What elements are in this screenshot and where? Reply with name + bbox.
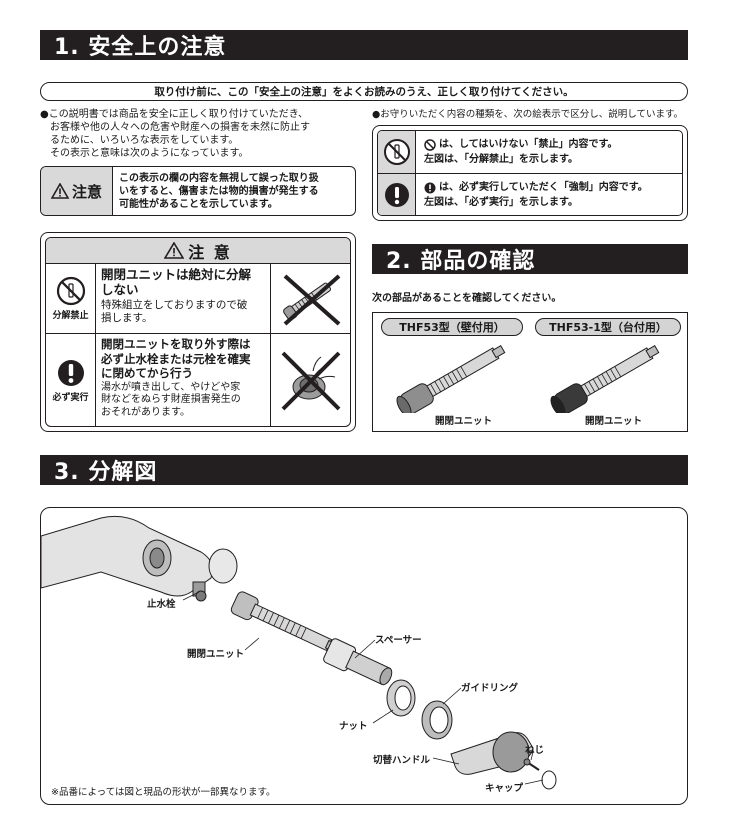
nut-shape bbox=[386, 679, 416, 717]
mandatory-icon-cell bbox=[378, 174, 416, 215]
item2-illustration bbox=[270, 334, 350, 426]
label-stop-valve: 止水栓 bbox=[147, 599, 176, 610]
unit-illustration-wall bbox=[396, 344, 506, 413]
caution-def-line: 可能性があることを示しています。 bbox=[119, 199, 278, 210]
caution-def-line: いをすると、傷害または物的損害が発生する bbox=[119, 186, 319, 197]
caution-def-text: この表示の欄の内容を無視して誤った取り扱 いをすると、傷害または物的損害が発生す… bbox=[113, 167, 325, 215]
item1-title: しない bbox=[101, 282, 139, 297]
item1-body: 損します。 bbox=[101, 312, 153, 324]
section3-title: 3. 分解図 bbox=[54, 460, 158, 485]
warning-triangle-icon bbox=[164, 242, 185, 259]
mandatory-small-icon bbox=[424, 182, 436, 193]
water-spray-illustration bbox=[281, 351, 340, 411]
section2-title: 2. 部品の確認 bbox=[386, 249, 536, 274]
unit-illustration-deck bbox=[550, 344, 660, 413]
item2-body: おそれがあります。 bbox=[101, 406, 190, 418]
mandatory-text: は、必ず実行していただく「強制」内容です。 左図は、「必ず実行」を示します。 bbox=[416, 174, 656, 215]
item1-icon-label: 分解禁止 bbox=[52, 311, 89, 321]
faucet-body-shape bbox=[41, 515, 238, 602]
symbol-row-mandatory: は、必ず実行していただく「強制」内容です。 左図は、「必ず実行」を示します。 bbox=[378, 174, 682, 215]
caution-def-line: この表示の欄の内容を無視して誤った取り扱 bbox=[119, 173, 319, 184]
item2-body: 湯水が噴き出して、やけどや家 bbox=[101, 381, 241, 393]
intro-line: るために、いろいろな表示をしています。 bbox=[50, 135, 239, 146]
label-cap: キャップ bbox=[485, 783, 524, 794]
caution-header-text: 注 意 bbox=[188, 242, 232, 262]
intro-line: ●この説明書では商品を安全に正しく取り付けていただき、 bbox=[40, 109, 309, 120]
item2-text: 開閉ユニットを取り外す際は 必ず止水栓または元栓を確実 に閉めてから行う 湯水が… bbox=[96, 334, 270, 426]
item2-title: に閉めてから行う bbox=[101, 366, 193, 380]
intro-line: その表示と意味は次のようになっています。 bbox=[50, 148, 249, 159]
caution-definition: 注意 この表示の欄の内容を無視して誤った取り扱 いをすると、傷害または物的損害が… bbox=[40, 166, 356, 216]
caution-header: 注 意 bbox=[46, 238, 350, 264]
intro-line: お客様や他の人々への危害や財産への損害を未然に防止す bbox=[50, 122, 310, 133]
exploded-diagram bbox=[41, 515, 557, 790]
mandatory-line: 左図は、「必ず実行」を示します。 bbox=[424, 197, 578, 208]
cap-shape bbox=[541, 770, 557, 790]
notice-bar: 取り付け前に、この「安全上の注意」をよくお読みのうえ、正しく取り付けてください。 bbox=[40, 82, 688, 101]
no-disassembly-icon bbox=[56, 276, 85, 306]
diagram-footnote: ※品番によっては図と現品の形状が一部異なります。 bbox=[51, 787, 276, 798]
item2-title: 必ず止水栓または元栓を確実 bbox=[101, 351, 251, 366]
exploded-diagram-box: 止水栓 開閉ユニット スペーサー ガイドリング ナット 切替ハンドル ねじ キャ… bbox=[40, 507, 688, 805]
mandatory-icon bbox=[384, 183, 409, 207]
handle-shape bbox=[450, 731, 534, 775]
item2-icon-label: 必ず実行 bbox=[52, 392, 89, 403]
caution-item-1: 分解禁止 開閉ユニットは絶対に分解 しない 特殊組立をしておりますので破 損しま… bbox=[46, 264, 350, 334]
label-spacer: スペーサー bbox=[375, 635, 422, 646]
symbols-box: は、してはいけない「禁止」内容です。 左図は、「分解禁止」を示します。 は、必ず… bbox=[372, 125, 688, 221]
guide-ring-shape bbox=[421, 700, 453, 740]
section1-title: 1. 安全上の注意 bbox=[54, 35, 227, 60]
section2-header: 2. 部品の確認 bbox=[372, 244, 688, 274]
item2-title: 開閉ユニットを取り外す際は bbox=[101, 337, 251, 351]
caution-item-2: 必ず実行 開閉ユニットを取り外す際は 必ず止水栓または元栓を確実 に閉めてから行… bbox=[46, 334, 350, 426]
item1-body: 特殊組立をしておりますので破 bbox=[101, 299, 248, 311]
parts-tag-deck: THF53-1型（台付用） bbox=[535, 318, 681, 336]
item2-icon-cell: 必ず実行 bbox=[46, 334, 96, 426]
prohibit-line: 左図は、「分解禁止」を示します。 bbox=[424, 154, 578, 165]
item1-illustration bbox=[270, 264, 350, 333]
parts-label-deck: 開閉ユニット bbox=[585, 416, 643, 427]
mandatory-icon bbox=[57, 359, 84, 386]
parts-label-wall: 開閉ユニット bbox=[435, 416, 493, 427]
label-nut: ナット bbox=[339, 721, 368, 732]
label-unit: 開閉ユニット bbox=[187, 649, 245, 660]
prohibit-icon bbox=[424, 138, 436, 151]
symbol-row-prohibit: は、してはいけない「禁止」内容です。 左図は、「分解禁止」を示します。 bbox=[378, 131, 682, 174]
disassembly-prohibited-illustration bbox=[282, 274, 340, 325]
item1-icon-cell: 分解禁止 bbox=[46, 264, 96, 333]
parts-box: THF53型（壁付用） THF53-1型（台付用） 開閉ユニット 開閉ユニット bbox=[372, 312, 688, 432]
item2-body: 財などをぬらす財産損害発生の bbox=[101, 394, 241, 405]
caution-inner: 注 意 分解禁止 開閉ユニットは絶対に分解 しない 特殊組立をしておりますので破… bbox=[45, 237, 351, 427]
screw-shape bbox=[523, 758, 540, 771]
parts-tag-wall: THF53型（壁付用） bbox=[381, 318, 523, 336]
item1-title: 開閉ユニットは絶対に分解 bbox=[101, 267, 252, 282]
caution-def-label-box: 注意 bbox=[41, 167, 113, 215]
item1-text: 開閉ユニットは絶対に分解 しない 特殊組立をしておりますので破 損します。 bbox=[96, 264, 270, 333]
section1-header: 1. 安全上の注意 bbox=[40, 30, 688, 60]
caution-def-label: 注意 bbox=[71, 182, 102, 201]
no-disassembly-icon bbox=[383, 139, 410, 165]
caution-box: 注 意 分解禁止 開閉ユニットは絶対に分解 しない 特殊組立をしておりますので破… bbox=[40, 232, 356, 432]
mandatory-line: は、必ず実行していただく「強制」内容です。 bbox=[439, 182, 648, 193]
prohibit-line: は、してはいけない「禁止」内容です。 bbox=[439, 139, 618, 150]
label-handle: 切替ハンドル bbox=[373, 755, 431, 766]
symbols-intro: ●お守りいただく内容の種類を、次の絵表示で区分し、説明しています。 bbox=[372, 109, 684, 120]
label-guide-ring: ガイドリング bbox=[461, 683, 519, 694]
symbols-inner: は、してはいけない「禁止」内容です。 左図は、「分解禁止」を示します。 は、必ず… bbox=[377, 130, 683, 216]
notice-text: 取り付け前に、この「安全上の注意」をよくお読みのうえ、正しく取り付けてください。 bbox=[154, 86, 574, 98]
prohibit-icon-cell bbox=[378, 131, 416, 173]
intro-text: ●この説明書では商品を安全に正しく取り付けていただき、 お客様や他の人々への危害… bbox=[40, 108, 360, 160]
spacer-shape bbox=[323, 638, 393, 686]
label-screw: ねじ bbox=[525, 745, 545, 756]
prohibit-text: は、してはいけない「禁止」内容です。 左図は、「分解禁止」を示します。 bbox=[416, 131, 626, 173]
parts-intro: 次の部品があることを確認してください。 bbox=[372, 293, 562, 304]
section3-header: 3. 分解図 bbox=[40, 455, 688, 485]
warning-triangle-icon bbox=[50, 183, 69, 199]
